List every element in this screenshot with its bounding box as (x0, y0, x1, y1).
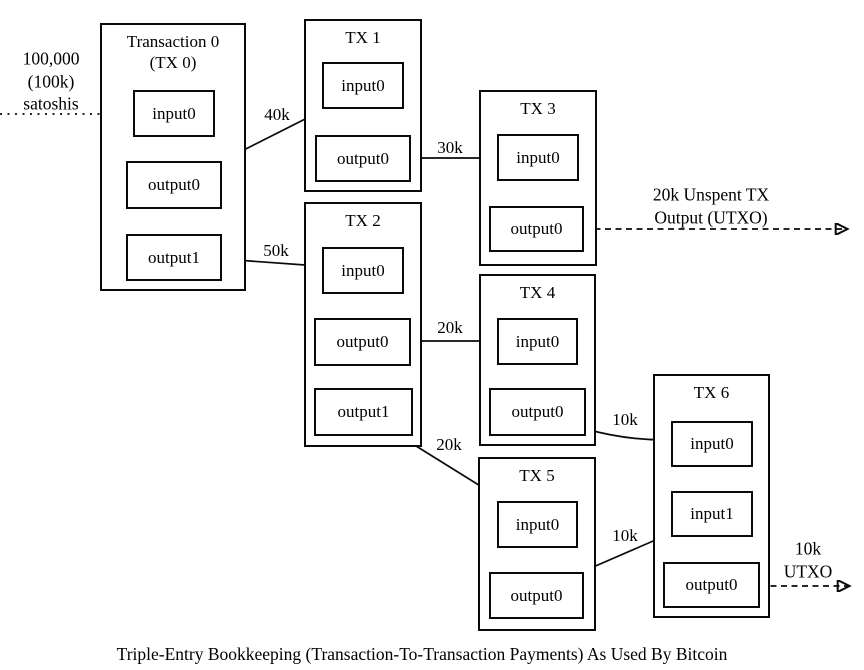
utxo-10k-label: 10k UTXO (783, 538, 833, 582)
flow-label-10k-tx4-tx6: 10k (612, 410, 638, 429)
tx6-title: TX 6 (693, 383, 730, 402)
flow-label-20k-tx5: 20k (436, 435, 462, 454)
flow-label-30k: 30k (437, 138, 463, 157)
tx4-input0-box: input0 (497, 318, 578, 365)
tx5-output0-box: output0 (489, 572, 584, 619)
source-amount-label: 100,000 (100k) satoshis (22, 48, 80, 114)
tx2-input0-box: input0 (322, 247, 404, 294)
tx6-output0-box: output0 (663, 562, 760, 608)
tx0-output1-box: output1 (126, 234, 222, 281)
tx6-input1-box: input1 (671, 491, 753, 537)
tx2-title: TX 2 (345, 211, 381, 230)
tx3-input0-box: input0 (497, 134, 579, 181)
utxo-20k-label: 20k Unspent TX Output (UTXO) (652, 184, 770, 228)
tx2-output1-box: output1 (314, 388, 413, 436)
tx1-input0-box: input0 (322, 62, 404, 109)
flow-label-20k-tx4: 20k (437, 318, 463, 337)
tx0-box: Transaction 0 (TX 0) input0 output0 outp… (100, 23, 246, 291)
tx5-box: TX 5 input0 output0 (478, 457, 596, 631)
tx5-input0-box: input0 (497, 501, 578, 548)
tx2-box: TX 2 input0 output0 output1 (304, 202, 422, 447)
tx1-box: TX 1 input0 output0 (304, 19, 422, 192)
tx0-output0-box: output0 (126, 161, 222, 209)
tx4-title: TX 4 (519, 283, 556, 302)
tx3-box: TX 3 input0 output0 (479, 90, 597, 266)
tx3-output0-box: output0 (489, 206, 584, 252)
caption-text: Triple-Entry Bookkeeping (Transaction-To… (116, 644, 728, 664)
tx6-input0-box: input0 (671, 421, 753, 467)
flow-label-40k: 40k (264, 105, 290, 124)
tx1-output0-box: output0 (315, 135, 411, 182)
tx2-output0-box: output0 (314, 318, 411, 366)
tx1-title: TX 1 (345, 28, 381, 47)
tx0-input0-box: input0 (133, 90, 215, 137)
tx0-title: Transaction 0 (TX 0) (126, 32, 220, 72)
flow-label-50k: 50k (263, 241, 289, 260)
flow-label-10k-tx5-tx6: 10k (612, 526, 638, 545)
tx3-title: TX 3 (520, 99, 556, 118)
tx4-box: TX 4 input0 output0 (479, 274, 596, 446)
tx4-output0-box: output0 (489, 388, 586, 436)
tx5-title: TX 5 (519, 466, 555, 485)
tx6-box: TX 6 input0 input1 output0 (653, 374, 770, 618)
